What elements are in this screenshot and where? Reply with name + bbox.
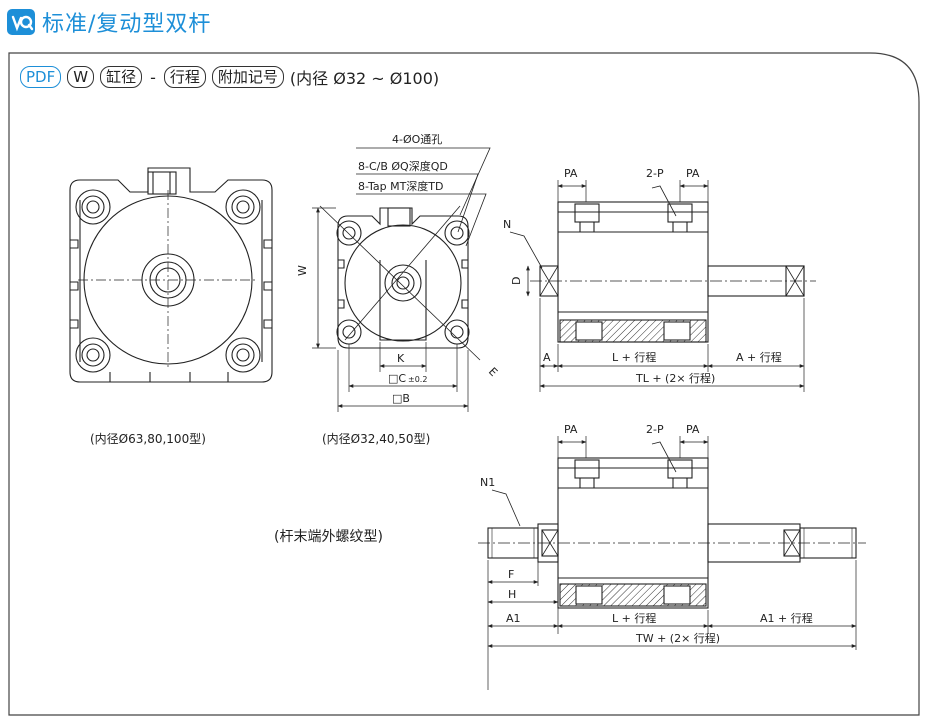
dim-pa-right-label: PA: [686, 167, 700, 180]
side-view-male-thread: [478, 436, 866, 690]
w-code-pill: W: [67, 66, 95, 88]
caption-small-bore: (内径Ø32,40,50型): [322, 432, 431, 446]
dim-pa-left-label: PA: [564, 167, 578, 180]
dim-a-stroke-label: A + 行程: [736, 351, 782, 364]
caption-male-thread: (杆末端外螺纹型): [274, 529, 383, 545]
bore-code-pill: 缸径: [100, 66, 143, 88]
dim-tl-label: TL + (2× 行程): [635, 372, 715, 385]
page-title: 标准/复动型双杆: [42, 12, 212, 37]
dim-c-label: □C: [388, 372, 406, 385]
model-code-row: PDF W 缸径 - 行程 附加记号 (内径 Ø32 ~ Ø100): [20, 64, 439, 90]
page-header: 标准/复动型双杆: [0, 0, 934, 46]
suffix-code-pill: 附加记号: [211, 66, 284, 88]
dim-n-label: N: [503, 218, 511, 231]
dim-a1-stroke-label: A1 + 行程: [760, 612, 813, 625]
dim-2p-label: 2-P: [646, 167, 664, 180]
dim-pa-right-label-2: PA: [686, 423, 700, 436]
small-front-view: [312, 147, 491, 412]
dim-k-label: K: [397, 352, 405, 365]
dim-c-tolerance: ±0.2: [408, 375, 427, 384]
dim-pa-left-label-2: PA: [564, 423, 578, 436]
stroke-code-pill: 行程: [163, 66, 206, 88]
side-view-standard: [509, 180, 816, 392]
pdf-code-pill: PDF: [20, 66, 62, 88]
dim-d-label: D: [510, 277, 523, 285]
large-front-view: [69, 167, 273, 383]
dim-2p-label-2: 2-P: [646, 423, 664, 436]
dim-l-stroke-label-2: L + 行程: [612, 612, 656, 625]
dim-e-label: E: [486, 365, 500, 379]
dim-f-label: F: [508, 568, 514, 581]
dim-a1-label: A1: [506, 612, 521, 625]
bore-range-text: (内径 Ø32 ~ Ø100): [289, 69, 440, 88]
dim-a-label: A: [543, 351, 551, 364]
hole-through-label: 4-ØO通孔: [392, 133, 442, 146]
brand-logo-icon: [7, 9, 35, 35]
caption-large-bore: (内径Ø63,80,100型): [90, 432, 206, 446]
code-separator: -: [150, 67, 156, 87]
dim-b-label: □B: [392, 392, 410, 405]
dim-tw-label: TW + (2× 行程): [635, 632, 720, 645]
dim-n1-label: N1: [480, 476, 495, 489]
counterbore-label: 8-C/B ØQ深度QD: [358, 159, 448, 173]
dim-l-stroke-label: L + 行程: [612, 351, 656, 364]
content-frame: [8, 52, 920, 716]
dim-h-label: H: [508, 588, 516, 601]
tap-label: 8-Tap MT深度TD: [358, 179, 443, 193]
dim-w-label: W: [296, 265, 309, 276]
